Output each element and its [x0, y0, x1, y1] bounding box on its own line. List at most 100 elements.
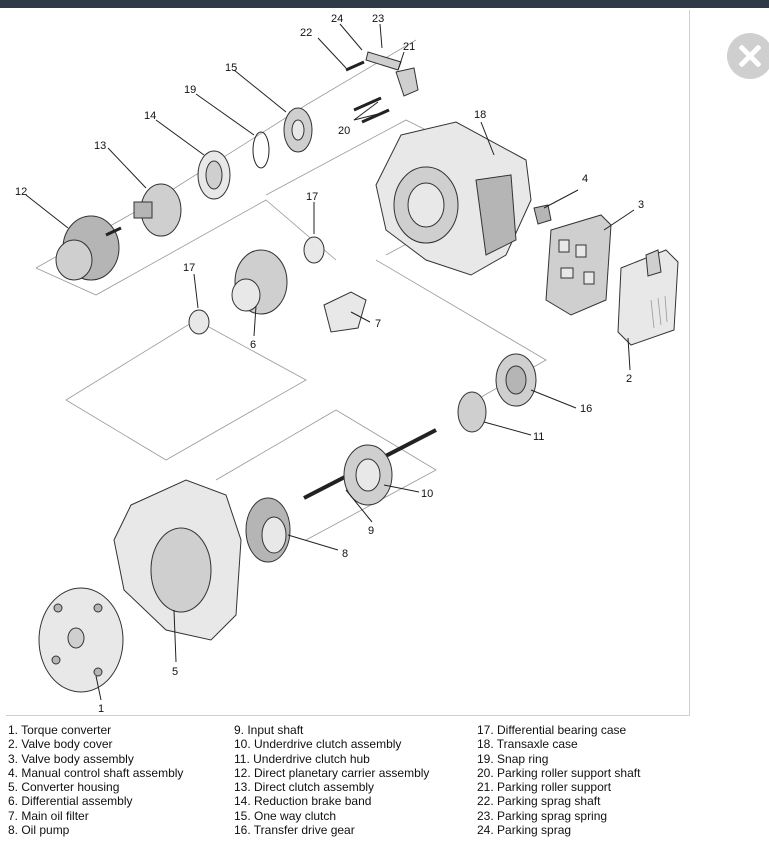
legend-item: 20. Parking roller support shaft: [477, 765, 641, 780]
callout-6: 6: [250, 339, 256, 351]
legend-item: 9. Input shaft: [234, 723, 304, 737]
leader-24: [339, 23, 363, 51]
callout-19: 19: [184, 84, 196, 96]
differential-bearing-case-lower: [188, 309, 210, 335]
valve-body-cover: [617, 249, 679, 346]
leader-9: [345, 489, 373, 523]
exploded-diagram-frame: 24 23 22 21 20 1 8 4 3 2 15 19 14 13 12 1…: [6, 10, 690, 716]
legend-item: 12. Direct planetary carrier assembly: [234, 765, 430, 780]
valve-body-assembly: [545, 214, 612, 316]
leader-11: [483, 421, 532, 436]
main-oil-filter: [323, 291, 367, 333]
callout-21: 21: [403, 41, 415, 53]
snap-ring: [252, 131, 270, 169]
callout-5: 5: [172, 666, 178, 678]
legend-item: 15. One way clutch: [234, 808, 337, 823]
leader-12: [25, 194, 69, 229]
legend-item: 1. Torque converter: [8, 723, 112, 737]
callout-2: 2: [626, 373, 632, 385]
legend-column-3: 17. Differential bearing case 18. Transa…: [477, 723, 640, 837]
legend-column-1: 1. Torque converter 2. Valve body cover …: [8, 723, 183, 837]
callout-7: 7: [375, 318, 381, 330]
callout-22: 22: [300, 27, 312, 39]
leader-3: [603, 209, 635, 231]
legend-item: 18. Transaxle case: [477, 737, 578, 752]
reduction-brake-band: [197, 150, 231, 200]
legend-item: 11. Underdrive clutch hub: [234, 751, 370, 766]
manual-control-shaft: [533, 204, 552, 225]
underdrive-clutch-assembly: [343, 444, 393, 506]
leader-20a: [353, 101, 379, 121]
legend-item: 3. Valve body assembly: [8, 751, 134, 766]
legend-item: 19. Snap ring: [477, 751, 549, 766]
converter-housing: [113, 479, 242, 641]
callout-13: 13: [94, 140, 106, 152]
leader-4: [543, 189, 579, 209]
leader-14: [155, 119, 205, 156]
callout-14: 14: [144, 110, 156, 122]
legend-item: 17. Differential bearing case: [477, 723, 627, 737]
callout-9: 9: [368, 525, 374, 537]
callout-12: 12: [15, 186, 27, 198]
callout-3: 3: [638, 199, 644, 211]
legend-item: 24. Parking sprag: [477, 823, 572, 838]
leader-7: [350, 311, 371, 323]
legend-item: 6. Differential assembly: [8, 794, 133, 809]
parking-parts: [345, 51, 419, 124]
callout-1: 1: [98, 703, 104, 715]
window-top-bar: [0, 0, 769, 8]
leader-17b: [193, 273, 199, 309]
close-button[interactable]: [727, 33, 769, 79]
leader-19: [195, 93, 255, 136]
direct-clutch-assembly: [133, 183, 182, 237]
legend-column-2: 9. Input shaft 10. Underdrive clutch ass…: [234, 723, 429, 837]
exploded-diagram: 24 23 22 21 20 1 8 4 3 2 15 19 14 13 12 1…: [15, 13, 679, 715]
legend-item: 5. Converter housing: [8, 780, 120, 795]
leader-16: [530, 389, 577, 409]
legend-item: 2. Valve body cover: [8, 737, 113, 752]
legend-item: 7. Main oil filter: [8, 808, 89, 823]
transfer-drive-gear: [495, 353, 537, 407]
legend-item: 10. Underdrive clutch assembly: [234, 737, 402, 752]
callout-8: 8: [342, 548, 348, 560]
leader-23: [379, 23, 383, 49]
leader-8: [287, 534, 339, 551]
callout-24: 24: [331, 13, 343, 25]
leader-22: [317, 37, 347, 69]
callout-17-upper: 17: [306, 191, 318, 203]
callout-23: 23: [372, 13, 384, 25]
underdrive-clutch-hub: [457, 391, 487, 433]
leader-20b: [353, 112, 383, 121]
leader-21: [397, 51, 405, 71]
legend-item: 21. Parking roller support: [477, 780, 612, 795]
callout-17-lower: 17: [183, 262, 195, 274]
leader-1: [95, 675, 102, 701]
callout-15: 15: [225, 62, 237, 74]
legend-item: 14. Reduction brake band: [234, 794, 372, 809]
callout-11: 11: [533, 431, 544, 443]
differential-bearing-case-upper: [303, 236, 325, 264]
leader-6: [253, 305, 257, 337]
leader-13: [107, 147, 147, 189]
leader-18: [480, 121, 495, 156]
legend-item: 8. Oil pump: [8, 823, 70, 838]
leader-15: [233, 69, 287, 113]
torque-converter: [38, 587, 124, 693]
differential-assembly: [231, 249, 288, 315]
callout-10: 10: [421, 488, 433, 500]
legend-item: 16. Transfer drive gear: [234, 823, 355, 838]
callout-4: 4: [582, 173, 588, 185]
callout-20: 20: [338, 125, 350, 137]
oil-pump: [245, 497, 291, 563]
direct-planetary-carrier: [55, 215, 122, 281]
guide-box-lower: [65, 319, 307, 461]
one-way-clutch: [283, 107, 313, 153]
transaxle-case: [375, 121, 532, 276]
callout-16: 16: [580, 403, 592, 415]
legend-item: 22. Parking sprag shaft: [477, 794, 601, 809]
leader-2: [627, 337, 631, 371]
legend-item: 4. Manual control shaft assembly: [8, 765, 184, 780]
legend-item: 13. Direct clutch assembly: [234, 780, 375, 795]
guide-line-middle: [35, 199, 337, 296]
leader-5: [173, 609, 177, 663]
